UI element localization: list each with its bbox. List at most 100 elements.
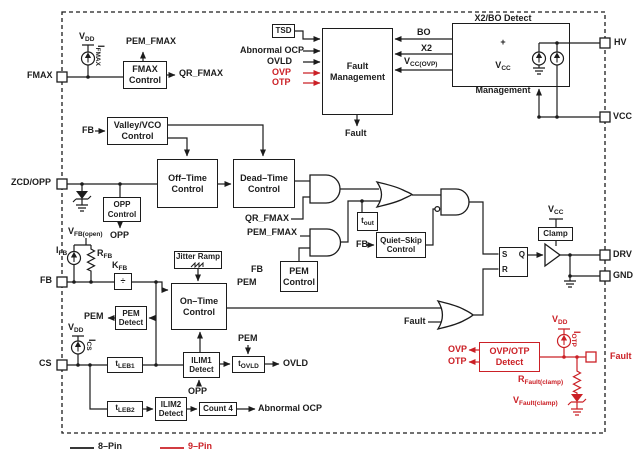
fb-label-quiet-skip: FB [356, 239, 368, 249]
qr-fmax-label-top: QR_FMAX [179, 68, 224, 78]
or-gate-reset [436, 299, 474, 331]
block-jitter-ramp: Jitter Ramp [174, 251, 222, 269]
pem-label-detect-out: PEM [84, 311, 104, 321]
logic-gates [309, 174, 562, 331]
gnd-pin-label: GND [613, 270, 633, 280]
t-out-label: tout [361, 215, 374, 227]
legend-9pin-label: 9–Pin [188, 441, 213, 451]
block-ovp-otp-detect: OVP/OTP Detect [479, 342, 540, 372]
rfault-clamp-label: RFault(clamp) [518, 374, 564, 386]
block-valley-vco-control: Valley/VCO Control [107, 117, 168, 145]
block-x2bo-vcc-management: X2/BO Detect + VCC Management [452, 13, 570, 95]
x2bo-text: X2/BO Detect + VCC Management [474, 13, 532, 96]
ovld-label-out: OVLD [283, 358, 309, 368]
cs-pin-label: CS [39, 358, 52, 368]
junction-dots [72, 41, 572, 367]
black-wires [67, 30, 600, 449]
block-t-leb1: tLEB1 [107, 357, 143, 373]
red-junction-dots [562, 355, 579, 359]
ovp-label-detect: OVP [448, 344, 468, 354]
vfault-clamp-label: VFault(clamp) [513, 395, 558, 407]
ovp-label-fm: OVP [272, 67, 292, 77]
pin-squares [56, 37, 611, 371]
fault-pin-label: Fault [610, 351, 632, 361]
bo-label: BO [417, 27, 431, 37]
fmax-pin [56, 71, 68, 83]
block-off-time-control: Off–Time Control [157, 159, 218, 208]
vcc-ovp-label: VCC(OVP) [404, 56, 438, 68]
abnormal-ocp-label-out: Abnormal OCP [258, 403, 323, 413]
t-leb1-label: tLEB1 [115, 359, 135, 371]
gnd-pin [599, 270, 611, 282]
x2-label: X2 [421, 43, 433, 53]
block-pem-control: PEM Control [280, 261, 318, 292]
vcc-label-clamp: VCC [548, 204, 564, 216]
vcc-pin-label: VCC [613, 111, 633, 121]
zcd-opp-pin-label: ZCD/OPP [11, 177, 52, 187]
fb-label-valley: FB [82, 125, 94, 135]
latch-r-label: R [502, 265, 508, 274]
vdd-label-fmax: VDD [79, 31, 95, 43]
block-fmax-control: FMAX Control [123, 61, 167, 89]
block-on-time-control: On–Time Control [171, 283, 227, 330]
latch-q-label: Q [518, 250, 525, 259]
fb-pin [56, 276, 68, 288]
otp-label-fm: OTP [272, 77, 291, 87]
zcd-zener-diode-icon [76, 191, 88, 199]
t-leb2-label: tLEB2 [115, 403, 135, 415]
fault-label-reset-gate: Fault [404, 316, 426, 326]
ifmax-label: IFMAX [94, 45, 106, 66]
block-ilim1-detect: ILIM1 Detect [183, 352, 220, 378]
ic-boundary [61, 11, 606, 434]
vdd-label-cs: VDD [68, 322, 84, 334]
iotp-label: IOTP [570, 331, 582, 347]
and-gate-qr [309, 174, 341, 204]
block-dead-time-control: Dead–Time Control [233, 159, 295, 208]
cs-pin [56, 359, 68, 371]
opp-label-out: OPP [110, 230, 130, 240]
pem-fmax-label-top: PEM_FMAX [126, 36, 177, 46]
pem-fmax-label-gate: PEM_FMAX [247, 227, 298, 237]
vcc-pin [599, 111, 611, 123]
legend-8pin-label: 8–Pin [98, 441, 123, 451]
fault-clamp-zener-icon [571, 394, 583, 402]
fault-pin [585, 351, 597, 363]
block-t-ovld: tOVLD [232, 356, 265, 373]
hv-pin [599, 37, 611, 49]
sawtooth-waveform-icon [190, 261, 204, 268]
or-gate-setpath [375, 180, 414, 209]
fmax-pin-label: FMAX [27, 70, 53, 80]
block-count4: Count 4 [199, 402, 237, 416]
abnormal-ocp-label-fm: Abnormal OCP [240, 45, 305, 55]
fault-label-fm-out: Fault [345, 128, 367, 138]
and-gate-set [440, 188, 470, 216]
hv-pin-label: HV [614, 37, 627, 47]
ifb-label: IFB [56, 245, 68, 257]
kfb-label: KFB [112, 260, 128, 272]
block-opp-control: OPP Control [103, 197, 141, 222]
block-pem-detect: PEM Detect [115, 306, 147, 330]
block-t-out: tout [357, 212, 378, 231]
block-quiet-skip-control: Quiet–Skip Control [376, 232, 426, 258]
t-ovld-label: tOVLD [238, 358, 259, 370]
qr-fmax-label-gate: QR_FMAX [245, 213, 290, 223]
fb-pin-label: FB [40, 275, 52, 285]
latch-s-label: S [502, 250, 508, 259]
and-gate-pem [309, 228, 342, 257]
vfb-open-label: VFB(open) [68, 226, 103, 238]
block-tsd: TSD [272, 24, 295, 38]
pem-label-tovld: PEM [238, 333, 258, 343]
pem-label-pem-control: PEM [237, 277, 257, 287]
block-kfb-divider: ÷ [114, 273, 132, 290]
block-sr-latch: S R Q [499, 247, 528, 277]
zcd-opp-pin [56, 178, 68, 190]
fb-label-pem-control: FB [251, 264, 263, 274]
current-source-icons [66, 51, 572, 355]
driver-buffer-icon [544, 242, 562, 268]
block-clamp: Clamp [538, 227, 573, 241]
vdd-label-otp: VDD [552, 314, 568, 326]
block-fault-management: Fault Management [322, 28, 393, 115]
inverter-bubble-icon [434, 205, 441, 213]
ics-label: ICS [85, 339, 97, 351]
